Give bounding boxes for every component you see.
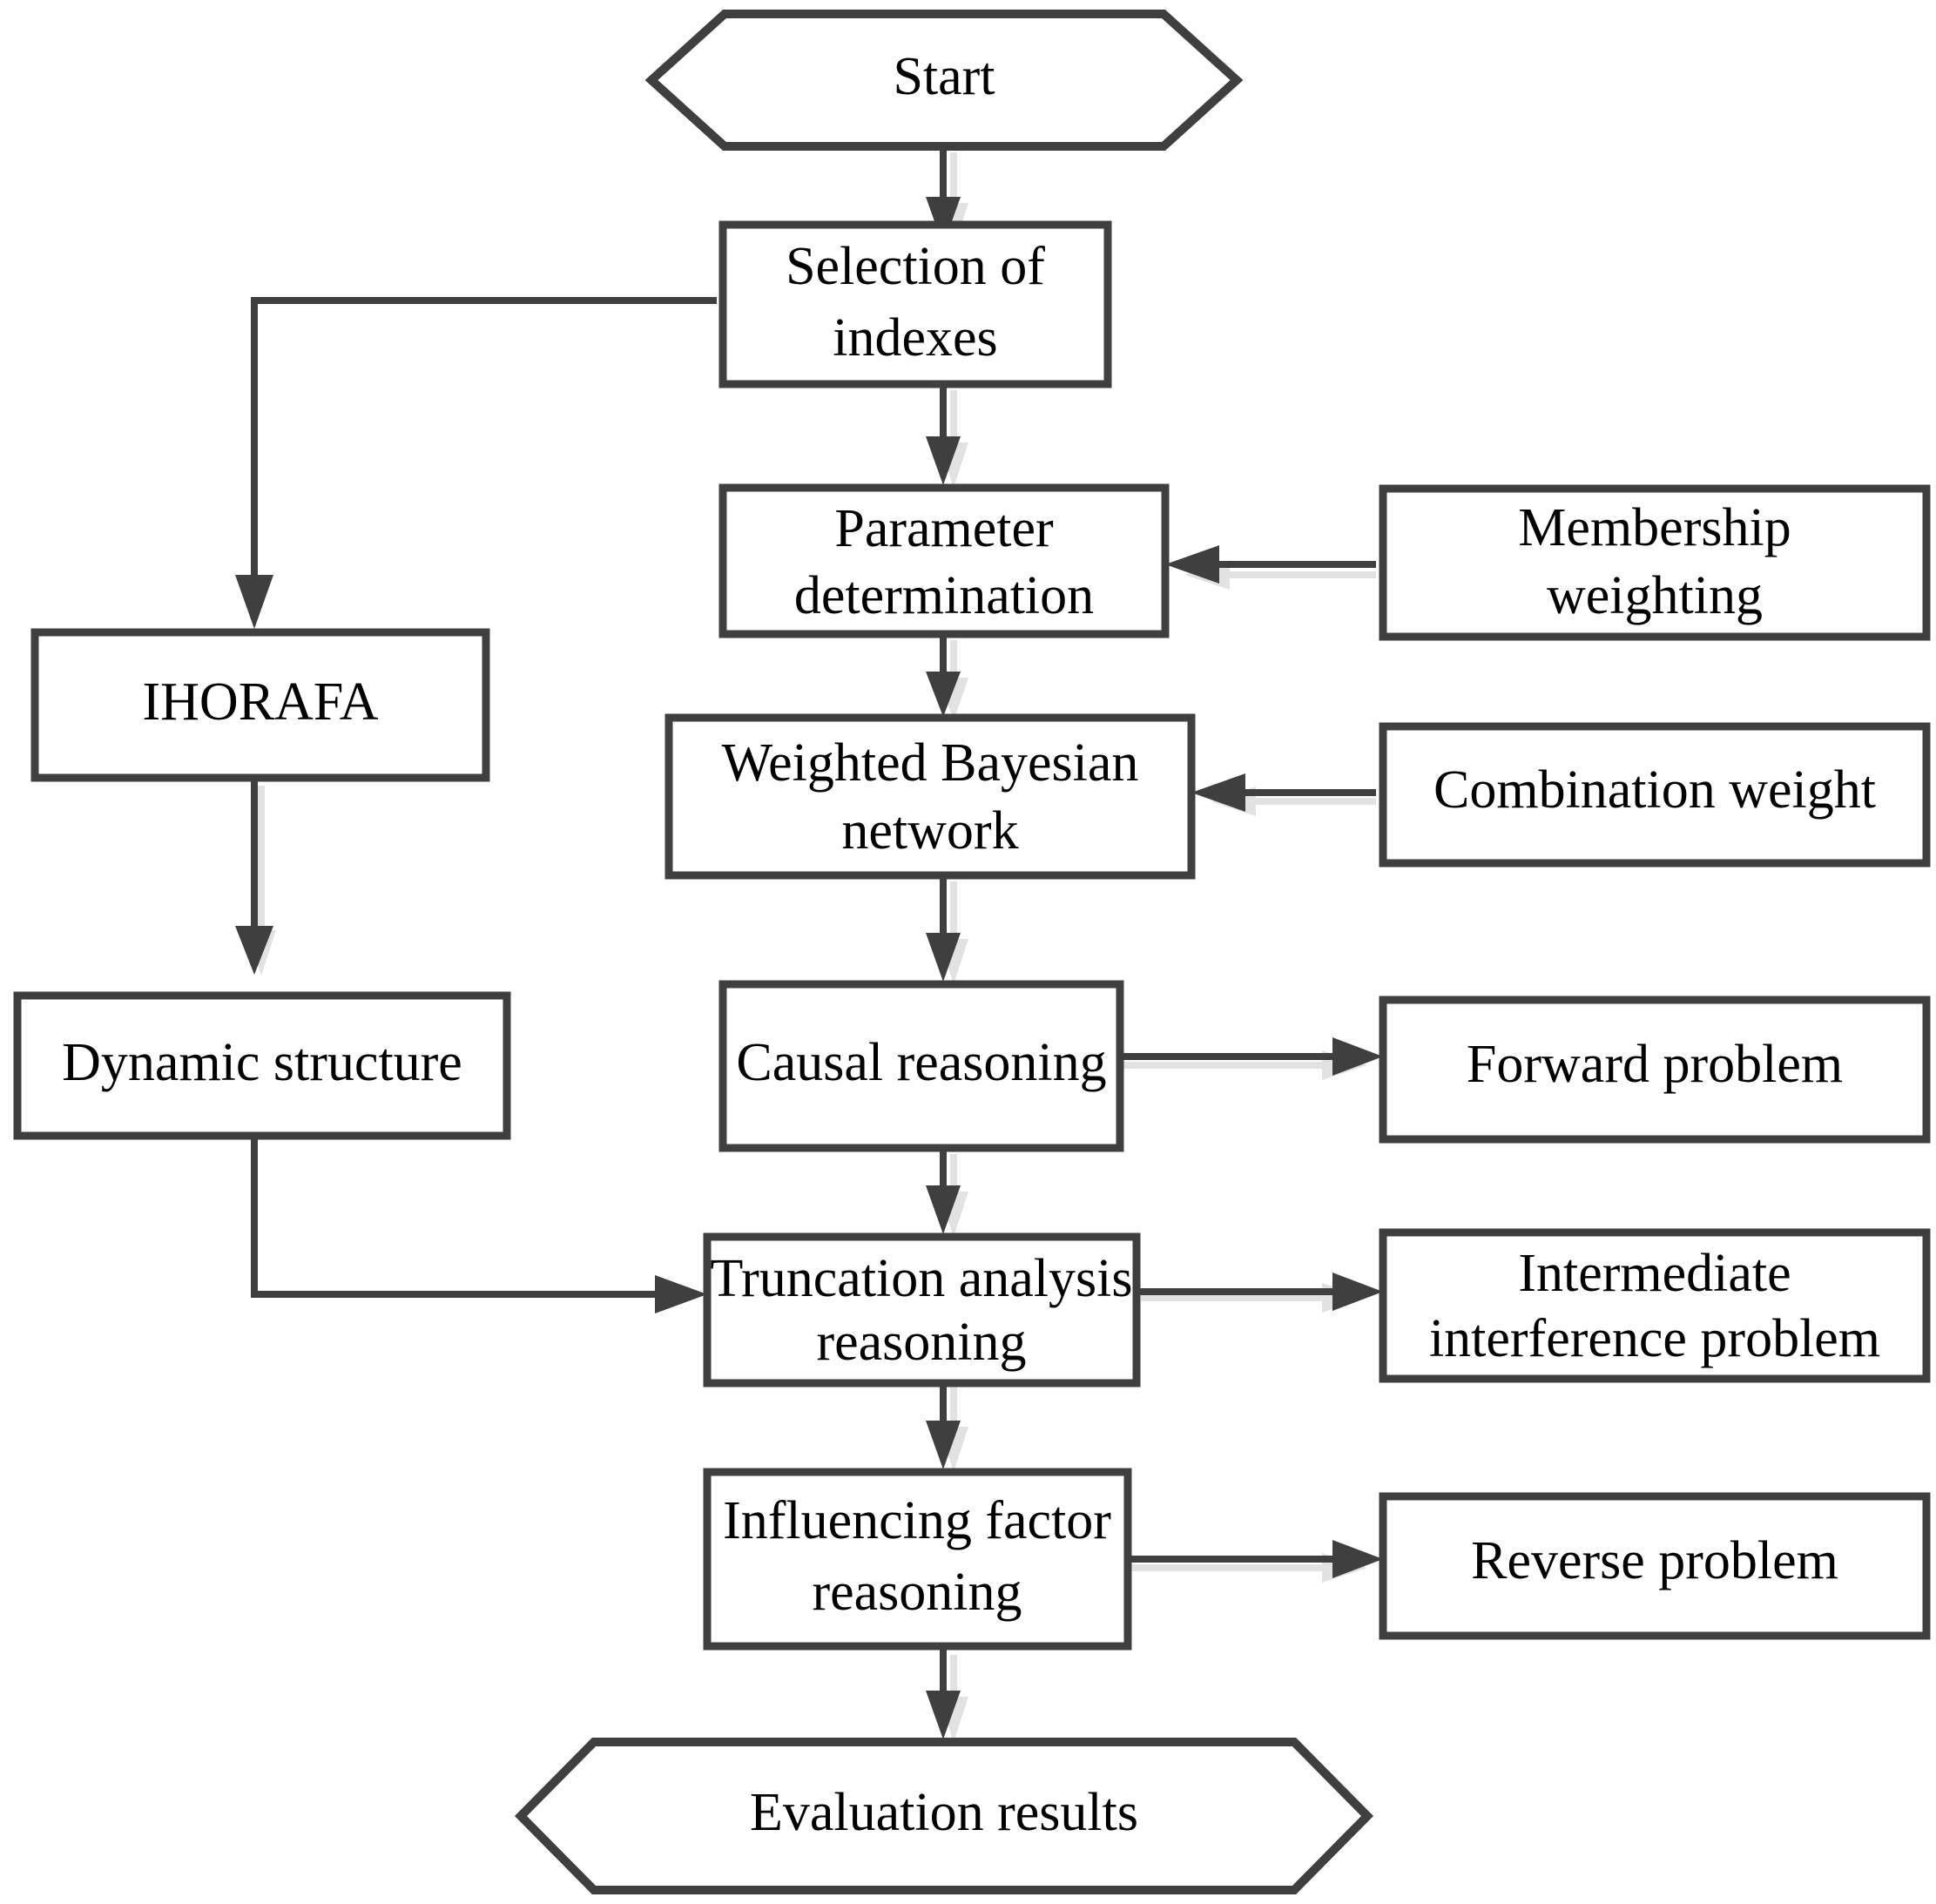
- node-intermediate-label-line1: Intermediate: [1518, 1244, 1791, 1303]
- node-forward-label: Forward problem: [1467, 1035, 1843, 1094]
- node-dynamic-structure[interactable]: Dynamic structure: [13, 991, 511, 1140]
- node-forward-problem[interactable]: Forward problem: [1379, 996, 1931, 1144]
- node-weighted-bayesian-network[interactable]: Weighted Bayesian network: [664, 713, 1196, 880]
- node-intermediate-interference-problem[interactable]: Intermediate interference problem: [1379, 1228, 1931, 1383]
- connector-combination-to-bayesian: [1191, 773, 1376, 812]
- node-influencing-factor-reasoning[interactable]: Influencing factor reasoning: [703, 1468, 1132, 1651]
- connector-parameter-to-bayesian: [926, 634, 961, 717]
- node-parameter-label-line2: determination: [794, 566, 1094, 625]
- node-selection-label-line1: Selection of: [786, 237, 1045, 296]
- node-reverse-problem[interactable]: Reverse problem: [1379, 1492, 1931, 1640]
- connector-dynamic-to-truncation: [251, 1136, 707, 1313]
- connector-selection-to-ihorafa: [235, 297, 717, 629]
- node-causal-label: Causal reasoning: [736, 1033, 1106, 1092]
- connector-selection-to-parameter: [926, 384, 961, 485]
- node-combination-label: Combination weight: [1433, 760, 1876, 820]
- node-start[interactable]: Start: [644, 10, 1244, 151]
- node-membership-weighting[interactable]: Membership weighting: [1379, 484, 1931, 641]
- node-truncation-label-line1: Truncation analysis: [710, 1249, 1132, 1308]
- connector-truncation-to-intermediate: [1137, 1273, 1383, 1311]
- node-ihorafa-label: IHORAFA: [143, 672, 379, 732]
- node-truncation-label-line2: reasoning: [816, 1313, 1026, 1372]
- connector-truncation-to-influencing: [926, 1379, 961, 1469]
- connector-influencing-to-evaluation: [926, 1649, 961, 1739]
- connector-causal-to-forward: [1119, 1037, 1383, 1076]
- node-dynamic-label: Dynamic structure: [62, 1033, 462, 1092]
- node-combination-weight[interactable]: Combination weight: [1379, 722, 1931, 868]
- node-reverse-label: Reverse problem: [1471, 1531, 1838, 1590]
- connector-bayesian-to-causal: [926, 875, 961, 982]
- connector-causal-to-truncation: [926, 1148, 961, 1234]
- node-start-label: Start: [893, 47, 995, 106]
- node-evaluation-label: Evaluation results: [750, 1783, 1138, 1842]
- node-bayesian-label-line1: Weighted Bayesian: [722, 733, 1139, 793]
- node-causal-reasoning[interactable]: Causal reasoning: [718, 980, 1124, 1152]
- node-ihorafa[interactable]: IHORAFA: [30, 628, 490, 782]
- node-bayesian-label-line2: network: [841, 801, 1018, 861]
- connector-membership-to-parameter: [1165, 545, 1376, 584]
- node-parameter-determination[interactable]: Parameter determination: [718, 483, 1170, 638]
- node-membership-label-line2: weighting: [1547, 566, 1763, 625]
- node-influencing-label-line1: Influencing factor: [723, 1491, 1111, 1550]
- node-evaluation-results[interactable]: Evaluation results: [514, 1738, 1374, 1894]
- connector-influencing-to-reverse: [1128, 1540, 1383, 1578]
- node-influencing-label-line2: reasoning: [812, 1563, 1022, 1622]
- node-intermediate-label-line2: interference problem: [1429, 1309, 1880, 1368]
- node-parameter-label-line1: Parameter: [834, 499, 1054, 558]
- node-selection-label-line2: indexes: [833, 308, 997, 368]
- connector-ihorafa-to-dynamic: [235, 778, 273, 975]
- node-truncation-analysis-reasoning[interactable]: Truncation analysis reasoning: [703, 1232, 1141, 1387]
- node-selection-of-indexes[interactable]: Selection of indexes: [718, 220, 1112, 388]
- node-membership-label-line1: Membership: [1518, 498, 1791, 557]
